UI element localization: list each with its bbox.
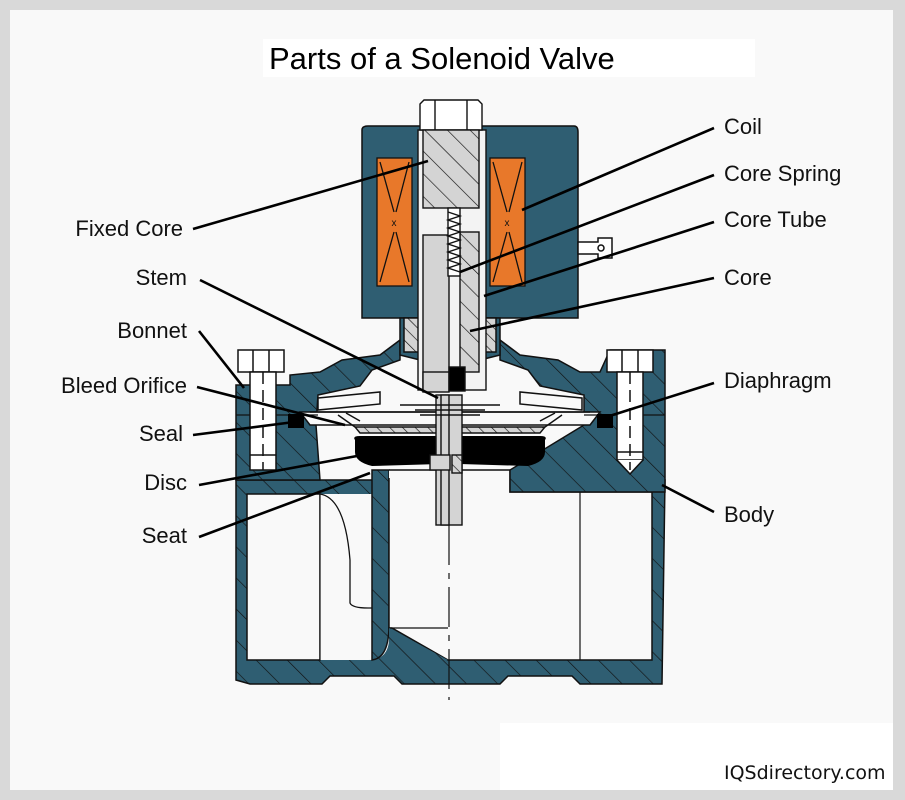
leader-stem bbox=[199, 278, 439, 400]
coil-right: x bbox=[489, 157, 526, 287]
label-bonnet: Bonnet bbox=[117, 318, 187, 343]
label-stem: Stem bbox=[135, 265, 187, 290]
leader-diaphragm bbox=[599, 381, 715, 421]
core-spring bbox=[445, 207, 463, 277]
leader-core-tube bbox=[483, 220, 715, 298]
label-disc: Disc bbox=[144, 470, 187, 495]
label-core-tube: Core Tube bbox=[724, 207, 827, 232]
watermark-background bbox=[500, 723, 893, 790]
title-background bbox=[263, 39, 755, 77]
leader-coil bbox=[521, 126, 715, 212]
watermark: IQSdirectory.com bbox=[724, 762, 886, 784]
svg-text:x: x bbox=[392, 218, 397, 229]
leader-seat bbox=[198, 471, 371, 539]
label-seal: Seal bbox=[138, 421, 183, 446]
coil-left: x bbox=[376, 157, 413, 287]
seal-left bbox=[288, 414, 304, 428]
label-core: Core bbox=[724, 265, 772, 290]
label-coil: Coil bbox=[724, 114, 762, 139]
label-core-spring: Core Spring bbox=[724, 161, 842, 186]
disc bbox=[354, 436, 546, 466]
label-diaphragm: Diaphragm bbox=[724, 368, 832, 393]
bolt-right bbox=[606, 349, 654, 476]
leader-disc bbox=[198, 454, 358, 487]
leader-core bbox=[469, 276, 715, 333]
label-bleed-orifice: Bleed Orifice bbox=[61, 373, 187, 398]
label-body: Body bbox=[724, 502, 775, 527]
core-assembly bbox=[417, 99, 487, 393]
leader-core-spring bbox=[459, 173, 715, 274]
leader-fixed-core bbox=[192, 159, 429, 231]
leader-bonnet bbox=[197, 330, 246, 389]
leader-bleed-orifice bbox=[196, 385, 346, 427]
leader-seal bbox=[192, 420, 295, 437]
stem bbox=[400, 394, 500, 526]
bolt-left bbox=[237, 349, 285, 471]
svg-text:x: x bbox=[505, 218, 510, 229]
label-seat: Seat bbox=[141, 523, 187, 548]
label-fixed-core: Fixed Core bbox=[75, 216, 183, 241]
leader-lines bbox=[192, 126, 715, 539]
leader-body bbox=[661, 483, 715, 514]
diagram-title: Parts of a Solenoid Valve bbox=[269, 41, 615, 76]
